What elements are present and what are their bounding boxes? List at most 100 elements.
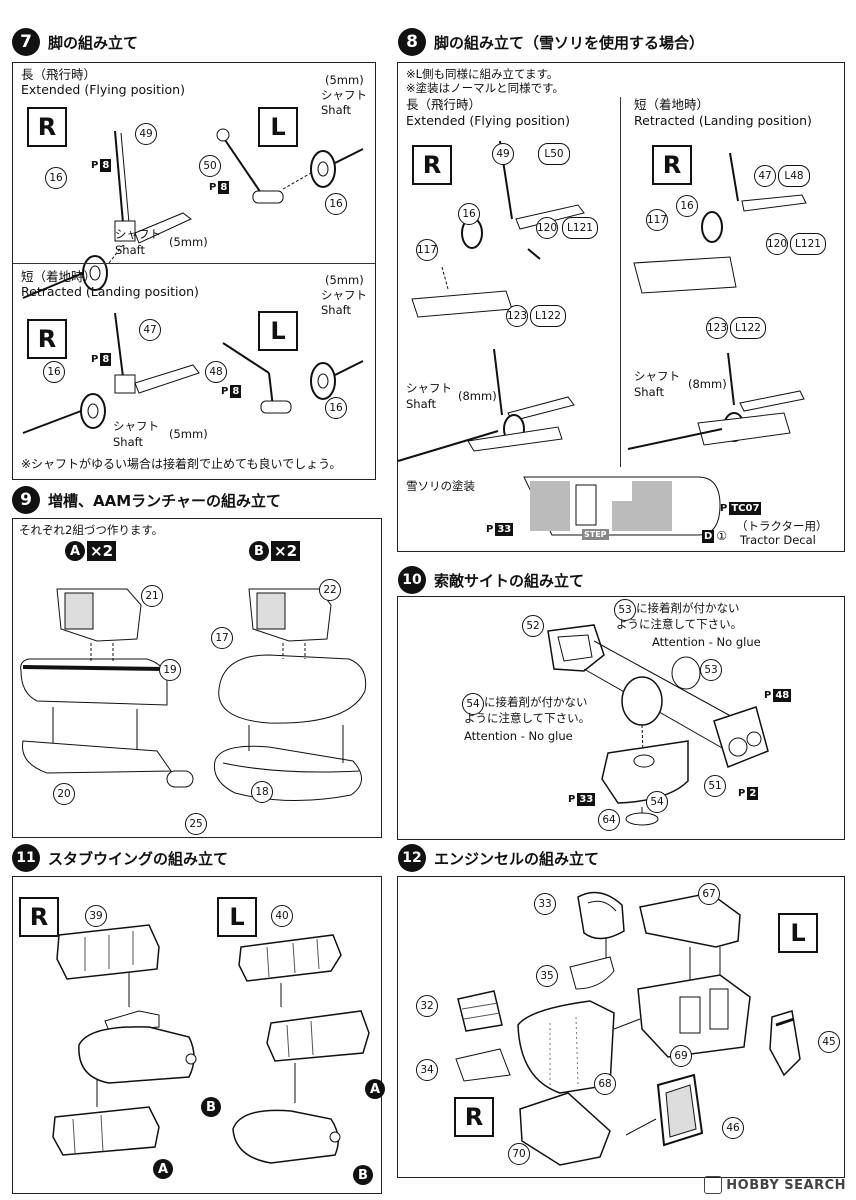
- step7-header: 7 脚の組み立て: [12, 28, 138, 56]
- step12-header: 12 エンジンセルの組み立て: [398, 844, 599, 872]
- ski-assembled-retracted-drawing: [627, 352, 805, 450]
- part-l122-label-ret: L122: [730, 317, 766, 339]
- variant-b-marker-l: B: [353, 1165, 373, 1185]
- part-l121-label-ret: L121: [790, 233, 826, 255]
- ski-assembled-extended-drawing: [397, 348, 575, 462]
- landing-leg-retracted-l-drawing: [222, 342, 364, 414]
- tractor-decal-ja: （トラクター用）: [736, 519, 828, 533]
- part-54-label: 54: [646, 791, 668, 813]
- step7-shaft-en-mid: Shaft: [321, 303, 351, 317]
- step11-panel: R L 39 B A 40 A B: [12, 876, 385, 1194]
- step7-r-box-retracted: R: [27, 319, 67, 359]
- step12-l-box: L: [778, 913, 818, 953]
- part-22-label: 22: [319, 579, 341, 601]
- step8-note1: ※L側も同様に組み立てます。: [406, 67, 559, 81]
- part-l48-label: L48: [778, 165, 810, 187]
- step8-r-box-retracted: R: [652, 145, 692, 185]
- step7-extended-ja: 長（飛行時）: [21, 67, 97, 82]
- part-67-label: 67: [698, 883, 720, 905]
- step12-panel: L R 33 67 35 32 45: [397, 876, 845, 1178]
- part-l50-label: L50: [538, 143, 570, 165]
- part-120-label-ret: 120: [766, 233, 788, 255]
- step10-title: 索敵サイトの組み立て: [434, 571, 585, 590]
- step7-shaft-en-1: Shaft: [115, 243, 145, 257]
- part-16-label-ret: 16: [43, 361, 65, 383]
- step8-vdivider: [620, 97, 621, 467]
- step11-header: 11 スタブウイングの組み立て: [12, 844, 228, 872]
- step7-shaft-ja-2: シャフト: [113, 419, 159, 433]
- part-19-label: 19: [159, 659, 181, 681]
- step8-retracted-ja: 短（着地時）: [634, 97, 710, 112]
- part-17-label: 17: [211, 627, 233, 649]
- part-46-label: 46: [722, 1117, 744, 1139]
- sled-paint-diagram: [523, 476, 721, 536]
- glue-note-54-line2: ように注意して下さい。: [464, 711, 591, 725]
- step7-retracted-en: Retracted (Landing position): [21, 284, 199, 299]
- step8-extended-en: Extended (Flying position): [406, 113, 570, 128]
- sled-step-label: STEP: [582, 529, 609, 540]
- part-21-label: 21: [141, 585, 163, 607]
- aam-launcher-drawing: [20, 588, 194, 788]
- step9-note: それぞれ2組づつ作ります。: [19, 523, 164, 537]
- part-52-label: 52: [522, 615, 544, 637]
- part-49-label: 49: [135, 123, 157, 145]
- part-20-label: 20: [53, 783, 75, 805]
- step11-r-box: R: [19, 897, 59, 937]
- variant-a-x2: A×2: [65, 541, 117, 561]
- step11-title: スタブウイングの組み立て: [48, 849, 229, 868]
- landing-leg-extended-r-drawing: [22, 130, 192, 299]
- tractor-decal-en: Tractor Decal: [740, 533, 816, 547]
- part-16-label-l: 16: [325, 193, 347, 215]
- step8-header: 8 脚の組み立て（雪ソリを使用する場合）: [398, 28, 704, 56]
- part-32-label: 32: [416, 995, 438, 1017]
- glue-note-54-en: Attention - No glue: [464, 729, 573, 743]
- part-50-label: 50: [199, 155, 221, 177]
- part-49-label-s8: 49: [492, 143, 514, 165]
- step8-shaft-en-ext: Shaft: [406, 397, 436, 411]
- step7-shaft-ja-mid: シャフト: [321, 288, 367, 302]
- step7-l-box-extended: L: [258, 107, 298, 147]
- step12-number: 12: [398, 844, 426, 872]
- step10-panel: 53 に接着剤が付かない ように注意して下さい。 Attention - No …: [397, 596, 845, 840]
- step8-retracted-en: Retracted (Landing position): [634, 113, 812, 128]
- step7-retracted-ja: 短（着地時）: [21, 269, 97, 284]
- step7-5mm-mid: (5mm): [325, 273, 364, 287]
- drop-tank-drawing: [213, 588, 367, 802]
- hobby-search-watermark: HOBBY SEARCH: [704, 1176, 846, 1194]
- variant-a-marker-l: A: [365, 1079, 385, 1099]
- step7-shaft-ja-1: シャフト: [115, 227, 161, 241]
- step9-header: 9 増槽、AAMランチャーの組み立て: [12, 486, 281, 514]
- step10-number: 10: [398, 566, 426, 594]
- part-45-label: 45: [818, 1031, 840, 1053]
- step8-8mm-ext: (8mm): [458, 389, 497, 403]
- part-47-label-s8: 47: [754, 165, 776, 187]
- step7-5mm-2: (5mm): [169, 427, 208, 441]
- step7-note: ※シャフトがゆるい場合は接着剤で止めても良いでしょう。: [21, 457, 342, 471]
- part-35-label: 35: [536, 965, 558, 987]
- part-18-label: 18: [251, 781, 273, 803]
- step7-r-box-extended: R: [27, 107, 67, 147]
- step7-shaft-en-2: Shaft: [113, 435, 143, 449]
- part-120-label: 120: [536, 217, 558, 239]
- step7-divider: [13, 263, 375, 264]
- step12-r-box: R: [454, 1097, 494, 1137]
- variant-a-marker-r: A: [153, 1159, 173, 1179]
- step9-number: 9: [12, 486, 40, 514]
- step11-l-box: L: [217, 897, 257, 937]
- variant-b-x2: B×2: [249, 541, 301, 561]
- stub-wing-l-drawing: [232, 934, 370, 1164]
- part-117-label-ret: 117: [646, 209, 668, 231]
- step8-shaft-en-ret: Shaft: [634, 385, 664, 399]
- step7-title: 脚の組み立て: [48, 33, 139, 52]
- glue-note-53-en: Attention - No glue: [652, 635, 761, 649]
- step8-shaft-ja-ret: シャフト: [634, 369, 680, 383]
- part-16-label-ret-l: 16: [325, 397, 347, 419]
- step9-panel: それぞれ2組づつ作ります。 A×2 B×2 21 19 20 25 22 17 …: [12, 518, 382, 838]
- step7-shaft-ja-top: シャフト: [321, 88, 367, 102]
